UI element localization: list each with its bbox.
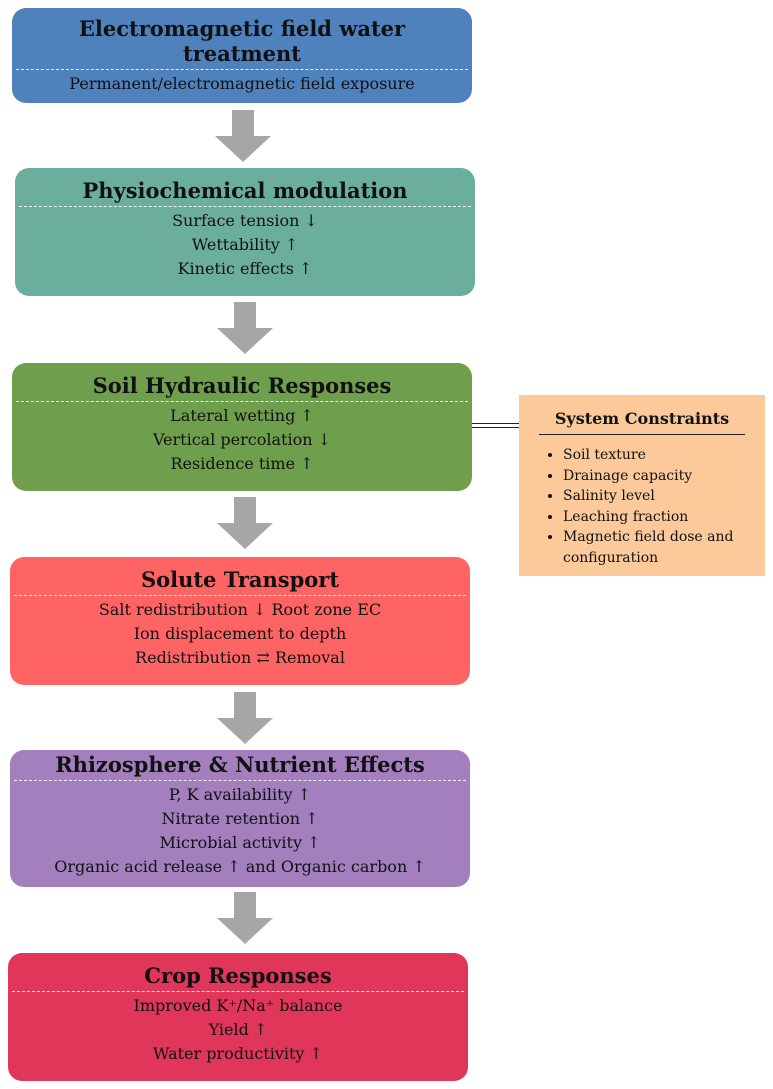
down-arrow-icon [217,692,273,746]
divider [19,206,471,207]
divider [14,595,466,596]
box-line: Residence time ↑ [170,454,314,473]
box-title: Crop Responses [144,963,332,988]
box-solute-transport: Solute Transport Salt redistribution ↓ R… [10,557,470,685]
box-line: Organic acid release ↑ and Organic carbo… [54,857,426,876]
box-title: Physiochemical modulation [82,178,408,203]
box-title: Rhizosphere & Nutrient Effects [55,752,425,777]
box-emf-treatment: Electromagnetic field water treatment Pe… [12,8,472,103]
box-soil-hydraulic: Soil Hydraulic Responses Lateral wetting… [12,363,472,491]
box-line: Yield ↑ [208,1020,268,1039]
box-line: Water productivity ↑ [153,1044,323,1063]
constraint-item: Drainage capacity [563,466,753,487]
down-arrow-icon [217,497,273,551]
box-title: Electromagnetic field water treatment [78,16,406,66]
constraint-item: Magnetic field dose and configuration [563,527,753,568]
box-crop-responses: Crop Responses Improved K⁺/Na⁺ balance Y… [8,953,468,1081]
box-line: Redistribution ⇄ Removal [135,648,345,667]
box-line: Permanent/electromagnetic field exposure [69,74,415,93]
box-line: Surface tension ↓ [172,211,318,230]
constraint-item: Leaching fraction [563,507,753,528]
down-arrow-icon [217,302,273,356]
box-title: Soil Hydraulic Responses [92,373,392,398]
box-line: Vertical percolation ↓ [152,430,332,449]
box-line: Kinetic effects ↑ [177,259,313,278]
divider [16,69,468,70]
box-line: Improved K⁺/Na⁺ balance [133,996,343,1015]
constraints-list: Soil texture Drainage capacity Salinity … [531,445,753,568]
constraint-item: Soil texture [563,445,753,466]
constraint-item: Salinity level [563,486,753,507]
down-arrow-icon [215,110,271,164]
down-arrow-icon [217,892,273,946]
box-line: Microbial activity ↑ [159,833,321,852]
box-title: Solute Transport [140,567,340,592]
connector-line [472,423,522,428]
box-line: Wettability ↑ [191,235,299,254]
box-line: Salt redistribution ↓ Root zone EC [98,600,382,619]
box-line: Lateral wetting ↑ [170,406,314,425]
box-line: Nitrate retention ↑ [161,809,319,828]
divider [16,401,468,402]
box-physiochemical: Physiochemical modulation Surface tensio… [15,168,475,296]
box-rhizosphere: Rhizosphere & Nutrient Effects P, K avai… [10,750,470,887]
divider [14,780,466,781]
divider [12,991,464,992]
system-constraints-box: System Constraints Soil texture Drainage… [519,395,765,576]
box-line: P, K availability ↑ [168,785,312,804]
box-line: Ion displacement to depth [133,624,347,643]
constraints-title: System Constraints [539,409,745,435]
